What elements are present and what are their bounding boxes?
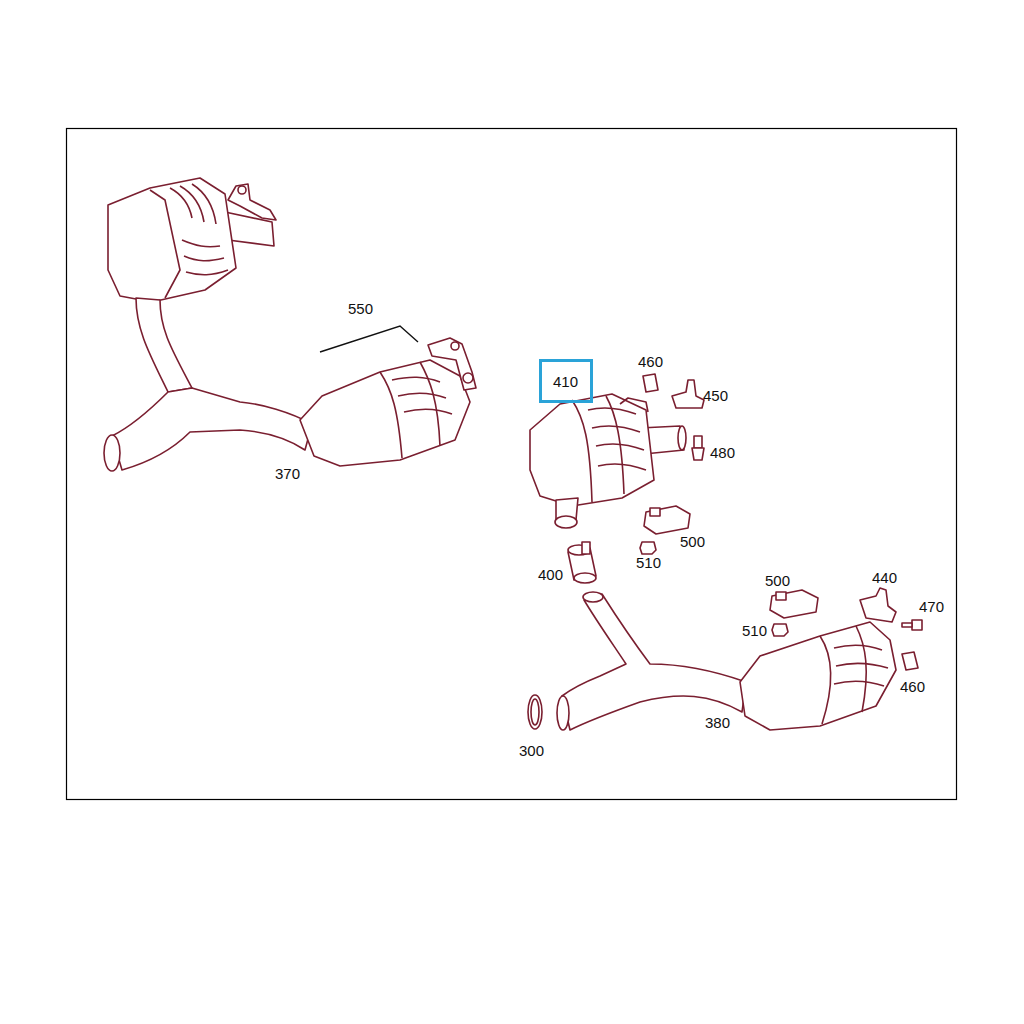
callout-number: 460: [900, 679, 925, 694]
callout-number: 500: [765, 573, 790, 588]
leader-line: [320, 326, 418, 352]
callout-number: 460: [638, 354, 663, 369]
callout-number: 510: [636, 555, 661, 570]
callout-number: 300: [519, 743, 544, 758]
callout-number: 400: [538, 567, 563, 582]
callout-number: 370: [275, 466, 300, 481]
highlight-box: 410: [539, 359, 593, 403]
callout-number: 480: [710, 445, 735, 460]
callout-number: 380: [705, 715, 730, 730]
right-assembly: [528, 374, 922, 730]
callout-number: 470: [919, 599, 944, 614]
callout-number: 550: [348, 301, 373, 316]
callout-number: 410: [553, 374, 578, 389]
callout-number: 450: [703, 388, 728, 403]
callout-number: 440: [872, 570, 897, 585]
callout-number: 510: [742, 623, 767, 638]
callout-number: 500: [680, 534, 705, 549]
frame: [67, 129, 957, 800]
left-assembly: [104, 178, 476, 471]
